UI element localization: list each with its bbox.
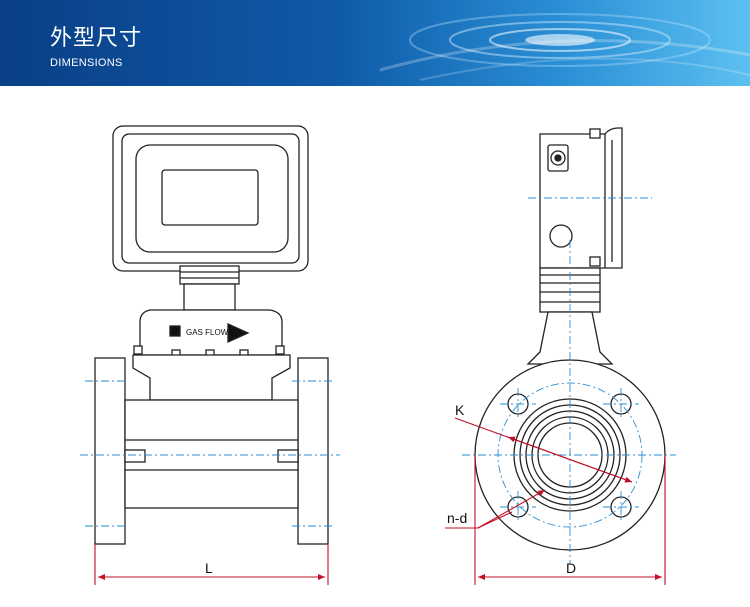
front-view: GAS FLOW [94, 125, 329, 545]
page-subtitle: DIMENSIONS [50, 57, 123, 69]
meter-housing [132, 354, 291, 401]
dim-diameter-label: D [566, 560, 576, 576]
length-dimension [94, 544, 329, 585]
banner-swirl-decoration [379, 13, 750, 81]
dim-bolt-circle-label: K [455, 402, 465, 418]
neck-collar [179, 265, 240, 285]
diameter-dimension [474, 455, 666, 585]
dimension-drawing: GAS FLOW L [80, 125, 676, 585]
bolt-circle-dimension [454, 417, 633, 483]
flow-label: GAS FLOW [186, 328, 229, 337]
bolt-circle-line [497, 382, 643, 528]
side-centerlines [462, 197, 676, 565]
dim-length-label: L [205, 560, 213, 576]
page-title: 外型尺寸 [50, 26, 143, 51]
flow-direction-square [169, 325, 181, 337]
header-banner: 外型尺寸 DIMENSIONS [0, 0, 750, 86]
display-screen [161, 169, 259, 226]
flow-arrow-icon [227, 322, 250, 344]
neck [183, 283, 236, 311]
left-flange [94, 357, 126, 545]
right-flange [297, 357, 329, 545]
ground-terminal-icon [547, 144, 569, 172]
dim-holes-label: n-d [447, 510, 467, 526]
plate-bolts [133, 345, 285, 357]
pipe-body [124, 399, 299, 509]
front-centerlines [80, 380, 340, 527]
holes-leader [445, 489, 546, 529]
cable-gland [549, 224, 573, 248]
